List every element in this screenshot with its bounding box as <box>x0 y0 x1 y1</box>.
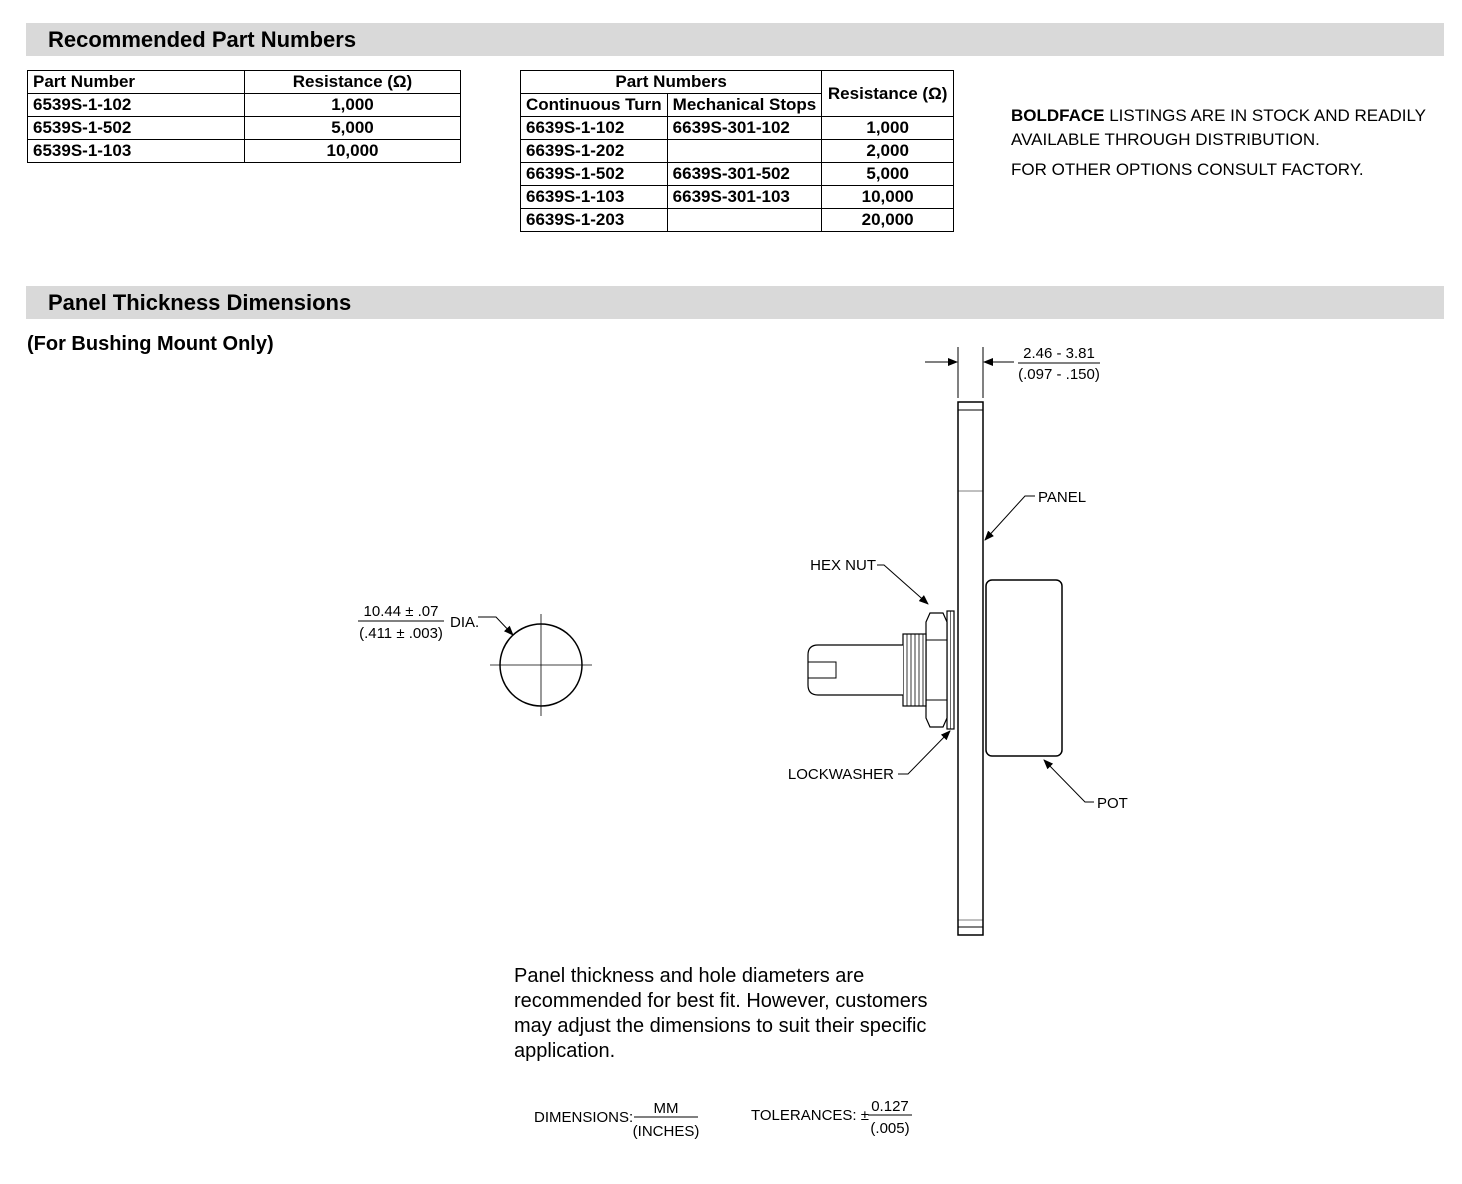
hole-diameter-inches: (.411 ± .003) <box>359 625 443 642</box>
thickness-mm: 2.46 - 3.81 <box>1023 345 1095 362</box>
section-title-panel-thickness: Panel Thickness Dimensions <box>48 290 352 315</box>
stock-note-text: LISTINGS ARE IN STOCK AND READILY <box>1104 106 1427 125</box>
shaft-slot <box>808 661 837 679</box>
cell-continuous-turn: 6639S-1-202 <box>520 139 668 163</box>
table-row: 6639S-1-102 6639S-301-102 1,000 <box>520 116 954 140</box>
hex-nut-outline <box>925 612 948 728</box>
cell-mechanical-stops: 6639S-301-102 <box>666 116 823 140</box>
column-group-header-part-numbers: Part Numbers <box>519 70 823 94</box>
section-header-panel-thickness: Panel Thickness Dimensions <box>26 286 1444 319</box>
cell-mechanical-stops: 6639S-301-103 <box>666 185 823 209</box>
table-row: 6539S-1-102 1,000 <box>27 93 461 117</box>
table-row: 6639S-1-202 2,000 <box>520 139 954 163</box>
table-subheader-row: Continuous Turn Mechanical Stops <box>520 93 954 117</box>
section-subtitle-bushing-mount: (For Bushing Mount Only) <box>27 333 274 355</box>
cell-resistance: 20,000 <box>821 208 954 232</box>
hex-nut-label: HEX NUT <box>810 557 876 574</box>
part-number-table-6539: Part Number Resistance (Ω) 6539S-1-102 1… <box>27 70 461 163</box>
part-number-table-6639: Part Numbers Resistance (Ω) Continuous T… <box>519 70 954 232</box>
pot-housing <box>985 579 1063 757</box>
pot-leader-line <box>1043 759 1094 803</box>
cell-part-number: 6539S-1-103 <box>27 139 245 163</box>
lockwasher-label: LOCKWASHER <box>788 766 894 783</box>
slotted-shaft <box>807 644 903 696</box>
column-header-mechanical-stops: Mechanical Stops <box>666 93 823 117</box>
cell-continuous-turn: 6639S-1-502 <box>520 162 668 186</box>
section-header-recommended: Recommended Part Numbers <box>26 23 1444 56</box>
consult-factory-note: FOR OTHER OPTIONS CONSULT FACTORY. <box>1011 160 1364 179</box>
dimensions-unit-mm: MM <box>654 1100 679 1117</box>
tolerance-mm: 0.127 <box>871 1098 909 1115</box>
pot-label: POT <box>1097 795 1128 812</box>
column-header-continuous-turn: Continuous Turn <box>520 93 668 117</box>
cell-part-number: 6539S-1-102 <box>27 93 245 117</box>
stock-note-line-2: AVAILABLE THROUGH DISTRIBUTION. <box>1011 130 1320 149</box>
boldface-keyword: BOLDFACE <box>1011 106 1105 125</box>
tolerances-label: TOLERANCES: ± <box>751 1107 869 1124</box>
table-row: 6639S-1-103 6639S-301-103 10,000 <box>520 185 954 209</box>
panel-hole-view: 10.44 ± .07 (.411 ± .003) DIA. <box>358 603 592 716</box>
dimensions-label: DIMENSIONS: <box>534 1109 633 1126</box>
cell-resistance: 1,000 <box>821 116 954 140</box>
cell-resistance: 5,000 <box>244 116 461 140</box>
hole-leader-line <box>478 616 514 636</box>
panel-thickness-dimension: 2.46 - 3.81 (.097 - .150) <box>925 345 1100 398</box>
panel-plate <box>957 401 984 936</box>
column-header-part-number: Part Number <box>27 70 245 94</box>
table-row: 6539S-1-502 5,000 <box>27 116 461 140</box>
panel-label: PANEL <box>1038 489 1086 506</box>
fit-recommendation-caption: Panel thickness and hole diameters are r… <box>514 965 928 1062</box>
table-row: 6639S-1-203 20,000 <box>520 208 954 232</box>
tolerance-inches: (.005) <box>870 1120 909 1137</box>
cell-part-number: 6539S-1-502 <box>27 116 245 140</box>
table-header-row: Part Number Resistance (Ω) <box>27 70 461 94</box>
bushing-outline <box>902 633 927 707</box>
shaft-outline <box>807 644 903 696</box>
panel-leader-line <box>984 495 1035 541</box>
section-title-recommended: Recommended Part Numbers <box>48 27 357 52</box>
units-legend: DIMENSIONS: MM (INCHES) TOLERANCES: ± 0.… <box>534 1098 912 1140</box>
stock-note-line-1: BOLDFACE LISTINGS ARE IN STOCK AND READI… <box>1011 106 1426 126</box>
cell-continuous-turn: 6639S-1-103 <box>520 185 668 209</box>
hex-nut-leader-line <box>877 564 929 605</box>
panel-section: PANEL <box>957 401 1086 936</box>
dimensions-unit-inches: (INCHES) <box>633 1123 700 1140</box>
cell-resistance: 10,000 <box>244 139 461 163</box>
cell-continuous-turn: 6639S-1-203 <box>520 208 668 232</box>
pot-body: POT <box>985 579 1128 812</box>
lockwasher-leader-line <box>898 730 951 775</box>
table-header-row: Part Numbers Resistance (Ω) <box>519 70 954 117</box>
cell-continuous-turn: 6639S-1-102 <box>520 116 668 140</box>
cell-mechanical-stops <box>666 208 823 232</box>
thickness-inches: (.097 - .150) <box>1018 366 1100 383</box>
cell-resistance: 2,000 <box>821 139 954 163</box>
hole-dia-suffix: DIA. <box>450 614 479 631</box>
hole-diameter-mm: 10.44 ± .07 <box>364 603 439 620</box>
threaded-bushing <box>902 633 927 707</box>
table-row: 6539S-1-103 10,000 <box>27 139 461 163</box>
cell-resistance: 5,000 <box>821 162 954 186</box>
column-header-resistance: Resistance (Ω) <box>821 70 954 117</box>
